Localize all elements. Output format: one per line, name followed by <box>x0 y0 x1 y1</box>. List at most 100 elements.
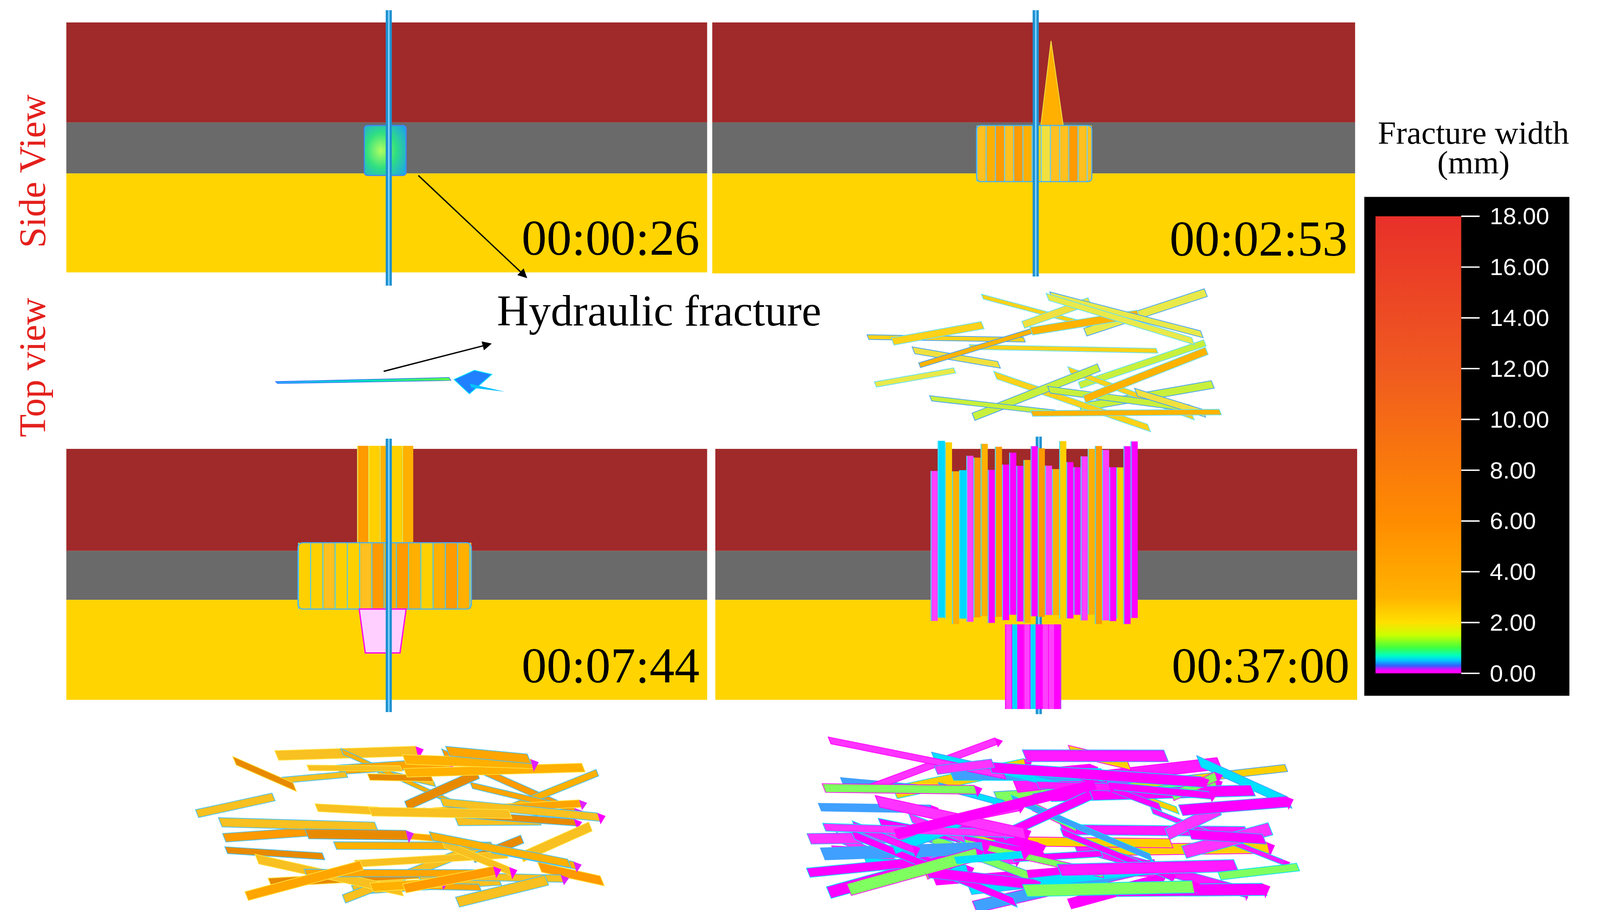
fracture-edge <box>379 445 381 546</box>
time-stamp: 00:37:00 <box>1171 640 1350 691</box>
fracture-plane <box>874 367 956 387</box>
fracture-strip <box>1073 467 1081 615</box>
fracture-strip <box>1080 456 1088 621</box>
wellbore <box>1035 10 1037 277</box>
fracture-plane <box>1037 842 1047 856</box>
fracture-outline <box>297 542 472 609</box>
fracture-plane <box>304 829 410 841</box>
fracture-edge <box>420 542 422 609</box>
tick-label: 8.00 <box>1489 458 1536 483</box>
fracture-plane <box>1218 863 1300 880</box>
tick-label: 6.00 <box>1489 509 1536 533</box>
tick <box>1461 469 1480 471</box>
fracture-edge <box>1029 624 1031 710</box>
fracture-strip <box>1004 125 1014 182</box>
fracture-strip <box>1037 448 1045 618</box>
side-view-panel: 00:02:53 <box>712 22 1356 274</box>
fracture-edge <box>1109 467 1111 621</box>
fracture-plane <box>1107 783 1116 794</box>
fracture-strip <box>1016 465 1024 622</box>
fracture-strip <box>322 542 335 609</box>
fracture-plane <box>912 845 921 858</box>
fracture-strip <box>334 542 348 609</box>
fracture-edge <box>944 442 946 619</box>
fracture-edge <box>966 455 968 622</box>
tick <box>1461 418 1480 421</box>
fracture-plane <box>1191 880 1200 896</box>
fracture-strip <box>1013 125 1023 182</box>
fracture-strip <box>1109 467 1117 621</box>
fracture-plane <box>1030 409 1222 417</box>
fracture-plane <box>232 756 297 792</box>
fracture-plane <box>1208 791 1217 803</box>
fracture-edge <box>1051 469 1053 616</box>
fracture-strip <box>985 125 996 182</box>
fracture-strip <box>297 542 311 609</box>
fracture-edge <box>1013 125 1015 182</box>
fracture-plane <box>1047 386 1193 412</box>
fracture-strip <box>1077 125 1087 182</box>
fracture-plane <box>1023 827 1032 843</box>
wellbore <box>1032 10 1039 277</box>
fracture-strip <box>994 125 1005 182</box>
fracture-edge <box>1087 448 1089 615</box>
side-view-panel: 00:00:26 <box>66 22 707 273</box>
fracture-plane <box>306 765 403 771</box>
fracture-strip <box>310 542 323 609</box>
fracture-edge <box>1068 125 1070 182</box>
fracture-strip <box>368 445 380 546</box>
colorbar-ticks <box>1461 216 1480 674</box>
time-stamp: 00:02:53 <box>1169 214 1348 265</box>
fracture-strip <box>1017 624 1024 710</box>
fracture-strip <box>1035 624 1042 710</box>
fracture-plane <box>244 860 364 901</box>
fracture-strip <box>1116 467 1124 619</box>
fracture-strip <box>390 445 402 546</box>
callout-label: Hydraulic fracture <box>496 288 821 333</box>
tick-label: 4.00 <box>1489 559 1536 584</box>
colorbar-frame <box>1364 197 1570 696</box>
fracture-plane <box>275 377 451 384</box>
fracture-plane <box>1022 880 1197 897</box>
fracture-edge <box>1023 624 1025 710</box>
fracture-plane <box>894 780 1097 839</box>
fracture-edge <box>1040 125 1042 182</box>
fracture-edge <box>1009 452 1011 615</box>
leader-line <box>418 175 527 278</box>
colorbar-title: Fracture width (mm) <box>1357 118 1590 178</box>
fracture-strip <box>966 455 974 622</box>
fracture-strip <box>1011 624 1018 710</box>
fracture-strip <box>980 443 988 616</box>
fracture-plane <box>954 851 1024 864</box>
leader-lines <box>383 175 527 372</box>
fracture-edge <box>310 542 312 609</box>
fracture-plane <box>368 807 512 819</box>
wellbore <box>388 10 390 286</box>
fracture-strip <box>358 542 372 609</box>
view-label: Top view <box>13 297 52 437</box>
fracture-edge <box>994 446 996 617</box>
fracture-edge <box>1080 456 1082 621</box>
fracture-strip <box>1101 450 1110 621</box>
fracture-edge <box>930 470 932 621</box>
fracture-strip <box>1023 624 1030 710</box>
side-view-panel: 00:07:44 <box>66 448 707 700</box>
tick <box>1461 317 1480 319</box>
fracture-strip <box>959 470 967 619</box>
fracture-edge <box>1116 467 1118 619</box>
tick-label: 10.00 <box>1489 407 1550 432</box>
fracture-edge <box>1048 624 1050 710</box>
fracture-strip <box>1059 125 1069 182</box>
tick-label: 0.00 <box>1489 661 1536 686</box>
fracture-plane <box>597 812 606 825</box>
fracture-edge <box>985 125 987 182</box>
color-bar <box>1364 197 1570 696</box>
fracture-plane <box>429 831 572 868</box>
fracture-edge <box>1001 464 1003 621</box>
fracture-edge <box>334 542 336 609</box>
side-view-panel: 00:37:00 <box>715 448 1358 700</box>
fracture-plane <box>1057 859 1239 877</box>
tick <box>1461 570 1480 573</box>
